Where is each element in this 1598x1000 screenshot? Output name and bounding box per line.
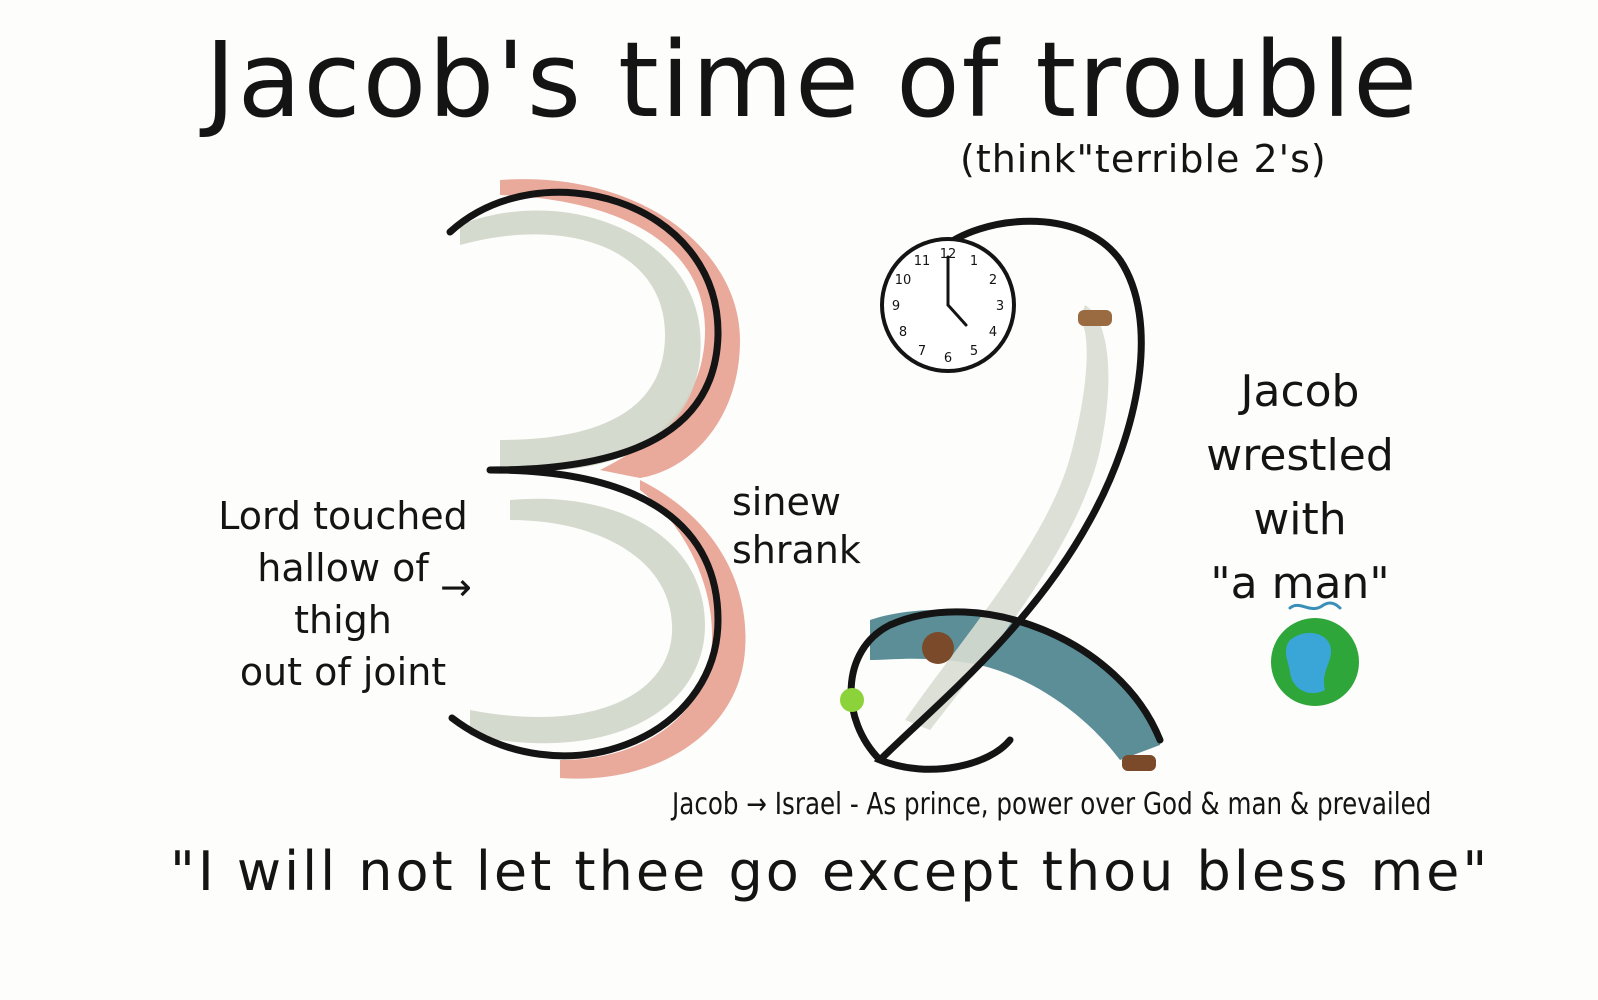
clock-number: 9 — [892, 299, 900, 314]
clock-number: 11 — [914, 254, 931, 269]
left-note: Lord touched hallow of thigh out of join… — [218, 494, 468, 694]
inner-shading-upper — [460, 210, 701, 470]
two-inner-shading — [905, 305, 1109, 730]
clock-number: 4 — [989, 325, 997, 340]
wrestler-head-man — [840, 688, 864, 712]
page-title: Jacob's time of trouble — [205, 19, 1420, 141]
left-arrow: → — [440, 565, 472, 609]
sinew-shading-upper — [500, 179, 740, 479]
clock-number: 7 — [918, 344, 926, 359]
name-change-note: Jacob → Israel - As prince, power over G… — [672, 787, 1432, 822]
two-robe-shading — [870, 610, 1160, 760]
clock-number: 3 — [996, 299, 1004, 314]
number-two — [840, 217, 1164, 773]
sinew-note: sinew shrank — [732, 480, 861, 572]
clock-number: 10 — [895, 273, 912, 288]
clock-hour-hand — [946, 303, 968, 327]
wrestler-head-jacob — [922, 632, 954, 664]
clock-number: 1 — [970, 254, 978, 269]
wrestler-hand — [1078, 310, 1112, 326]
page-subtitle: (think"terrible 2's) — [960, 137, 1327, 181]
earth-tilde — [1288, 601, 1342, 611]
clock-number: 8 — [899, 325, 907, 340]
clock-number: 6 — [944, 351, 952, 366]
three-outline — [446, 188, 722, 760]
clock-number: 12 — [940, 247, 957, 262]
number-three — [446, 179, 746, 779]
wrestler-foot — [1122, 755, 1156, 771]
inner-shading-lower — [470, 498, 705, 744]
clock-number: 5 — [970, 344, 978, 359]
right-note: Jacob wrestled with "a man" — [1206, 366, 1394, 609]
earth-ocean — [1285, 632, 1332, 694]
clock-number: 2 — [989, 273, 997, 288]
earth-icon — [1271, 601, 1359, 706]
quote-text: "I will not let thee go except thou bles… — [170, 840, 1491, 903]
